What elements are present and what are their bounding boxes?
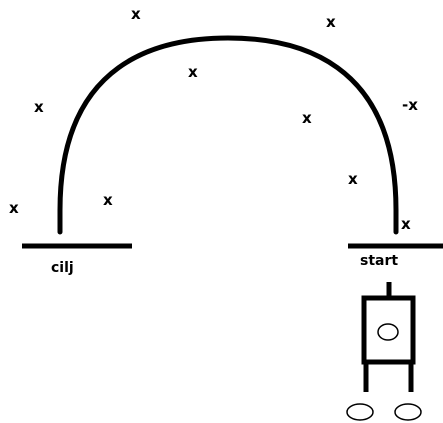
x-marker: x <box>9 199 19 217</box>
arc-path <box>57 35 399 235</box>
x-marker: x <box>302 109 312 127</box>
x-marker: x <box>103 191 113 209</box>
x-marker: x <box>131 5 141 23</box>
x-marker: x <box>326 13 336 31</box>
x-marker: x <box>401 215 411 233</box>
x-marker: -x <box>402 96 418 114</box>
vehicle-body <box>361 295 416 365</box>
x-marker: x <box>34 98 44 116</box>
vehicle-icon <box>346 282 422 421</box>
vehicle-left-wheel <box>346 403 374 421</box>
x-marker: x <box>188 63 198 81</box>
vehicle-sensor-circle <box>377 323 399 341</box>
start-label: start <box>360 253 398 269</box>
vehicle-right-wheel <box>394 403 422 421</box>
goal-label: cilj <box>51 260 74 276</box>
x-marker: x <box>348 170 358 188</box>
